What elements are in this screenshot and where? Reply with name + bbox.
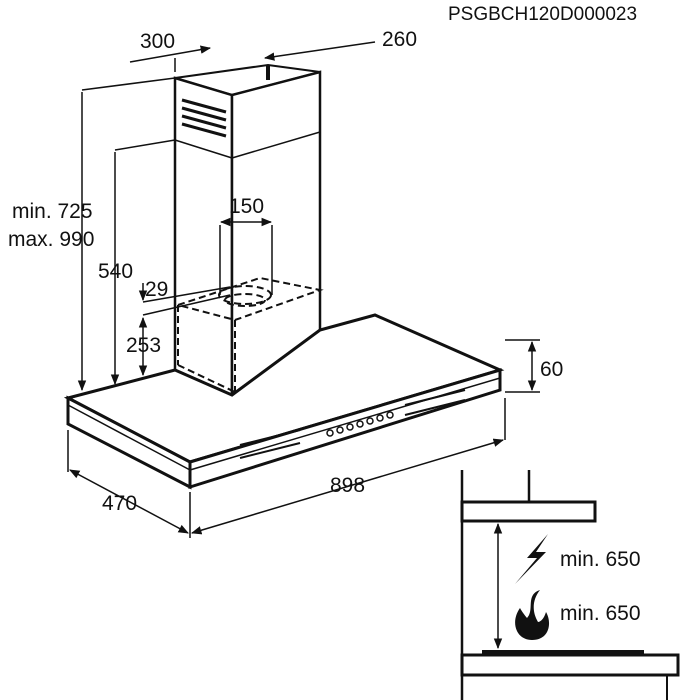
gas-clearance-label: min. 650 xyxy=(560,602,641,625)
hood-thickness-label: 60 xyxy=(540,358,563,381)
outlet-height-label: 253 xyxy=(126,334,161,357)
chimney xyxy=(173,63,322,398)
clearance-inset xyxy=(460,470,680,700)
electric-clearance-label: min. 650 xyxy=(560,548,641,571)
height-max-label: max. 990 xyxy=(8,228,94,251)
hood-width-label: 898 xyxy=(330,474,365,497)
flame-icon xyxy=(515,590,550,640)
air-outlet xyxy=(174,276,324,393)
height-min-label: min. 725 xyxy=(12,200,93,223)
outlet-offset-label: 29 xyxy=(145,278,168,301)
electric-icon xyxy=(515,534,548,584)
hood-depth-label: 470 xyxy=(102,492,137,515)
product-code: PSGBCH120D000023 xyxy=(448,4,637,25)
chimney-width-label: 260 xyxy=(382,28,417,51)
outlet-diameter-label: 150 xyxy=(229,195,264,218)
vent-slots xyxy=(181,98,227,138)
chimney-depth-label: 300 xyxy=(140,30,175,53)
control-buttons xyxy=(326,411,394,437)
chimney-lower-label: 540 xyxy=(98,260,133,283)
